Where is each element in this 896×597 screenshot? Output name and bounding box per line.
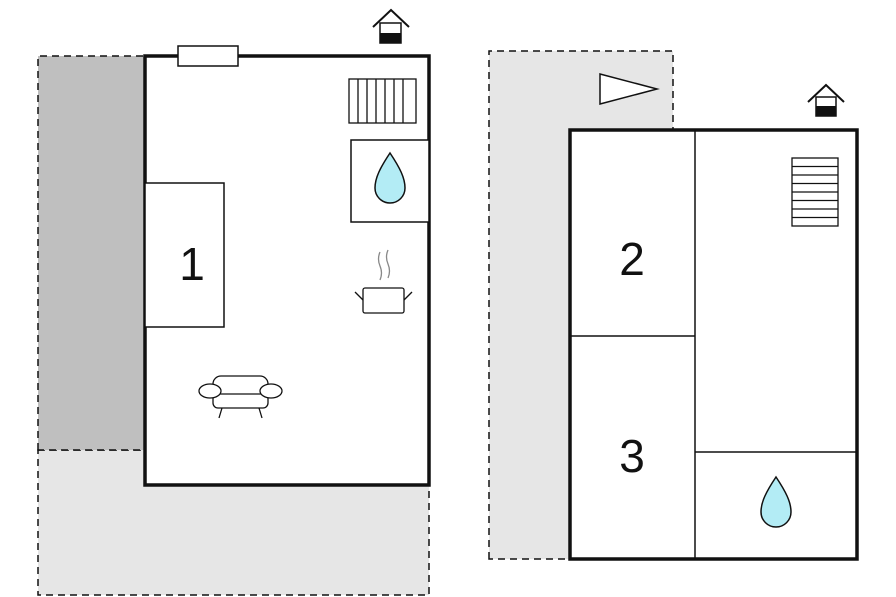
room-label-3: 3 [619, 430, 645, 482]
window-icon [177, 45, 239, 67]
floor-left: 1 [37, 8, 431, 596]
room-label-2: 2 [619, 233, 645, 285]
water-drop-icon [760, 475, 792, 528]
floor-right: 2 3 [488, 50, 859, 561]
north-arrow-icon [599, 73, 660, 105]
terrace-dark [37, 55, 146, 451]
staircase-icon [791, 157, 839, 227]
radiator-icon [348, 78, 417, 124]
house-icon [807, 83, 845, 117]
cooking-pot-icon [354, 249, 413, 314]
room-1 [144, 182, 225, 328]
water-drop-icon [374, 151, 406, 204]
room-label-1: 1 [179, 238, 205, 290]
house-icon [372, 8, 410, 44]
sofa-icon [198, 375, 283, 419]
